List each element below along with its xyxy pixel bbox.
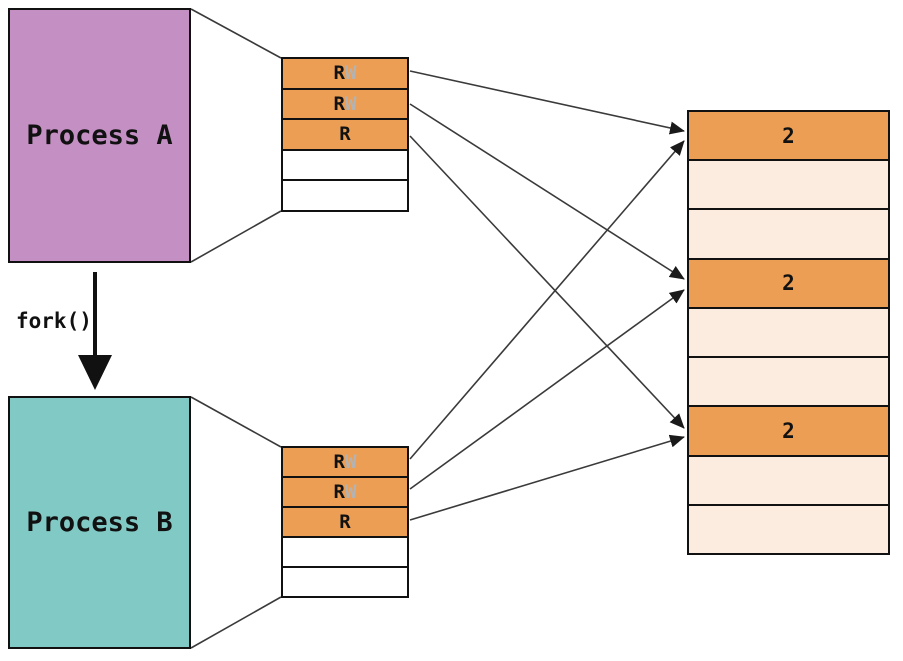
connector-process-b-top	[190, 396, 282, 448]
arrow-ptb-entry0-frame0	[409, 140, 685, 460]
memory-frame-referenced: 2	[689, 257, 888, 307]
arrow-ptb-entry2-frame6	[409, 434, 685, 521]
memory-frame-free	[689, 503, 888, 553]
pte-write-flag: W	[345, 451, 357, 473]
connector-process-b-bottom	[190, 596, 282, 649]
connector-process-a-bottom	[190, 210, 282, 263]
page-table-entry-empty	[283, 179, 407, 210]
memory-frame-free	[689, 454, 888, 504]
arrow-pta-entry1-frame3	[409, 103, 685, 280]
arrow-ptb-entry1-frame3	[409, 289, 685, 490]
memory-frame-free	[689, 208, 888, 258]
arrow-pta-entry0-frame0	[409, 70, 685, 135]
pte-read-flag: R	[339, 123, 351, 146]
page-table-entry-empty	[283, 536, 407, 566]
fork-label: fork()	[16, 309, 92, 333]
memory-frame-referenced: 2	[689, 112, 888, 160]
pte-read-flag: R	[333, 481, 345, 503]
pte-write-flag: W	[345, 92, 357, 115]
arrow-pta-entry2-frame6	[409, 135, 685, 429]
process-a-box: Process A	[8, 8, 191, 263]
pte-read-flag: R	[333, 451, 345, 473]
connector-process-a-top	[190, 8, 282, 59]
page-table-entry: R	[283, 118, 407, 149]
frame-ref-count: 2	[782, 418, 795, 443]
process-b-label: Process B	[26, 507, 173, 538]
physical-memory-table: 2 2 2	[687, 110, 890, 555]
pte-write-flag: W	[345, 481, 357, 503]
pte-read-flag: R	[339, 511, 351, 533]
page-table-entry: R	[283, 506, 407, 536]
pte-read-flag: R	[333, 62, 345, 85]
fork-arrow-head	[78, 355, 112, 390]
process-b-box: Process B	[8, 396, 191, 649]
process-a-label: Process A	[26, 120, 173, 151]
memory-frame-free	[689, 356, 888, 406]
memory-frame-free	[689, 306, 888, 357]
memory-frame-referenced: 2	[689, 405, 888, 455]
pte-write-flag: W	[345, 62, 357, 85]
frame-ref-count: 2	[782, 123, 795, 148]
memory-frame-free	[689, 159, 888, 209]
pte-read-flag: R	[333, 92, 345, 115]
page-table-entry-empty	[283, 566, 407, 596]
page-table-entry-empty	[283, 148, 407, 180]
frame-ref-count: 2	[782, 271, 795, 296]
